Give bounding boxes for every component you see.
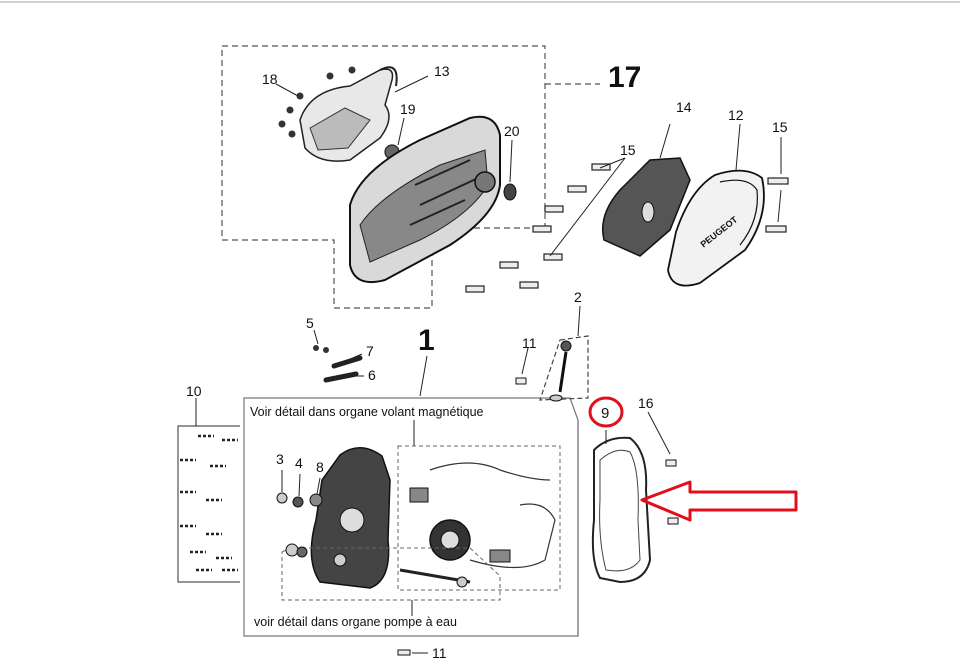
leader-4 xyxy=(298,473,301,497)
leader-2 xyxy=(577,305,581,337)
part-15b-label: 15 xyxy=(772,119,788,135)
leader-11a xyxy=(521,347,529,375)
part-20-label: 20 xyxy=(504,123,520,139)
leader-8 xyxy=(316,477,321,495)
assembly-17-outline xyxy=(221,45,546,309)
part-16-pin-top xyxy=(665,459,677,467)
part-18-label: 18 xyxy=(262,71,278,87)
bolt-15-top xyxy=(767,177,789,185)
part-16-label: 16 xyxy=(638,395,654,411)
note-flywheel: Voir détail dans organe volant magnétiqu… xyxy=(250,405,484,419)
part-10-bracket xyxy=(177,425,240,583)
leader-16 xyxy=(647,411,671,455)
part-12-label: 12 xyxy=(728,107,744,123)
leader-7 xyxy=(347,353,363,361)
leader-12 xyxy=(735,123,741,171)
leader-14 xyxy=(659,123,671,159)
outer-cover-part: PEUGEOT xyxy=(667,169,765,287)
part-8-label: 8 xyxy=(316,459,324,475)
part-7-label: 7 xyxy=(366,343,374,359)
part-4-seal xyxy=(292,496,304,508)
leader-19 xyxy=(397,117,405,146)
part-13-label: 13 xyxy=(434,63,450,79)
assembly-1-frame xyxy=(243,397,579,637)
part-14-label: 14 xyxy=(676,99,692,115)
screws-18 xyxy=(278,66,356,138)
part-2-label: 2 xyxy=(574,289,582,305)
bolts-15-group xyxy=(465,163,611,293)
leader-5 xyxy=(313,329,319,345)
leader-1 xyxy=(419,355,428,397)
water-pump-shaft xyxy=(285,543,471,588)
part-11-pin-bottom xyxy=(397,649,411,656)
part-15a-label: 15 xyxy=(620,142,636,158)
leader-18 xyxy=(275,83,299,97)
part-5-label: 5 xyxy=(306,315,314,331)
part-11a-label: 11 xyxy=(522,335,537,351)
leader-15a xyxy=(599,157,626,169)
part-3-washer xyxy=(276,492,288,504)
part-2-sensor xyxy=(549,340,572,402)
note-water-pump: voir détail dans organe pompe à eau xyxy=(254,615,457,629)
part-9-gasket xyxy=(591,436,652,584)
part-2-dashed-box xyxy=(539,335,589,401)
leader-15b xyxy=(549,157,626,257)
part-3-label: 3 xyxy=(276,451,284,467)
part-11-pin-top xyxy=(515,377,527,385)
bolt-15-bottom xyxy=(765,225,787,233)
part-8-bearing xyxy=(309,493,323,507)
part-16-pin-bottom xyxy=(667,517,679,525)
part-19-label: 19 xyxy=(400,101,416,117)
fan-cover-part xyxy=(299,66,398,162)
highlight-arrow xyxy=(640,480,798,522)
part-10-label: 10 xyxy=(186,383,202,399)
assembly-17-label: 17 xyxy=(608,61,641,94)
leader-13 xyxy=(394,75,429,93)
parts-5-6-7 xyxy=(313,345,363,383)
leader-15d xyxy=(777,189,782,223)
assembly-1-label: 1 xyxy=(418,324,435,357)
part-9-label: 9 xyxy=(601,405,609,422)
engine-case-part xyxy=(310,447,391,589)
part-10-pins xyxy=(180,434,238,572)
part-6-label: 6 xyxy=(368,367,376,383)
stator-part xyxy=(409,462,556,569)
part-11b-label: 11 xyxy=(432,645,447,661)
part-4-label: 4 xyxy=(295,455,303,471)
leader-20 xyxy=(509,139,513,183)
flywheel-detail-box xyxy=(397,445,561,591)
crankcase-cover-part xyxy=(349,115,501,284)
part-20-seal xyxy=(503,183,517,201)
highlight-circle xyxy=(588,396,624,428)
